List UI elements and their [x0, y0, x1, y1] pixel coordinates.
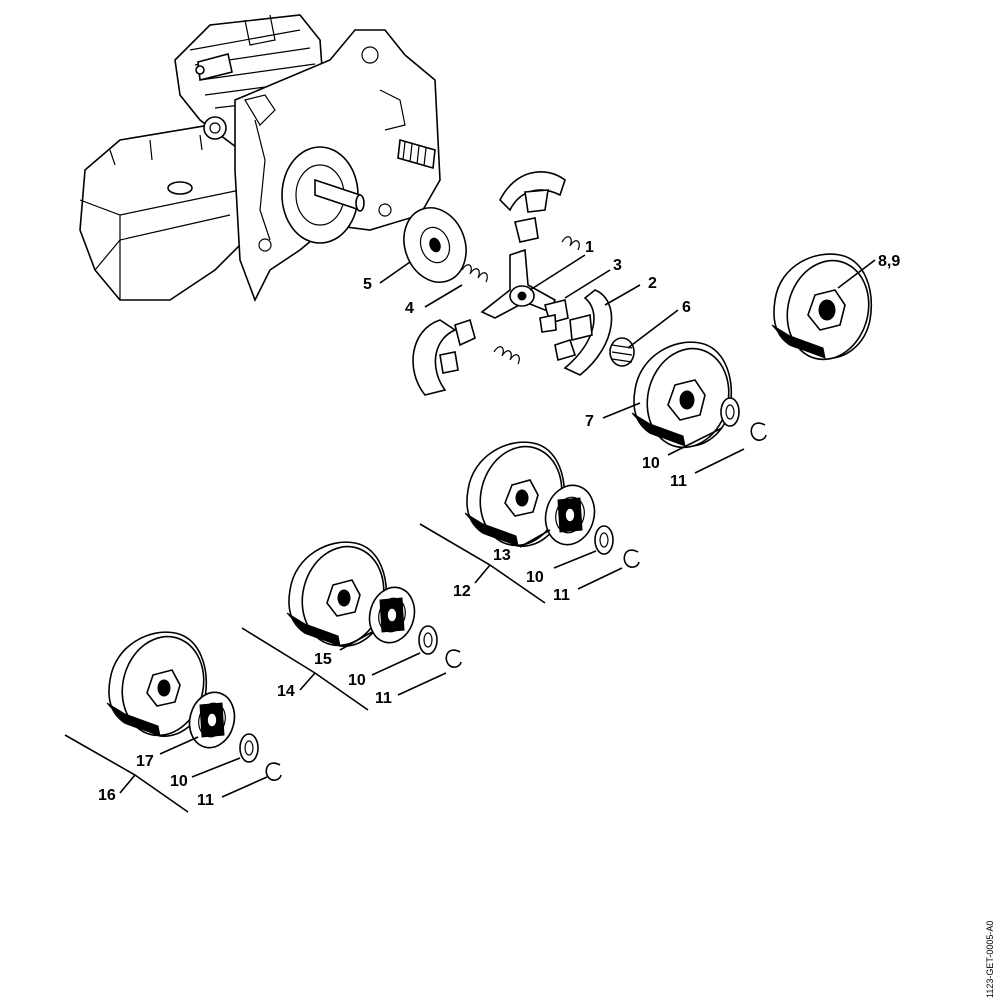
leader-lines	[64, 254, 876, 813]
spur-sprocket-part-17	[188, 691, 236, 749]
callout-8-9: 8,9	[878, 253, 900, 270]
clutch-drum-part-8-9	[771, 253, 872, 361]
e-clip-part-11b	[623, 549, 640, 568]
clutch-shoe-left	[412, 318, 476, 396]
callout-16: 16	[98, 787, 116, 804]
callout-2: 2	[648, 275, 657, 292]
spur-sprocket-part-15	[368, 586, 416, 644]
callout-11-b: 11	[553, 587, 570, 604]
spring-part-4	[461, 236, 580, 365]
washer-part-10d	[239, 733, 259, 763]
callout-10-a: 10	[642, 455, 660, 472]
callout-14: 14	[277, 683, 295, 700]
washer-part-10a	[720, 397, 740, 427]
e-clip-part-11a	[750, 422, 767, 441]
callout-10-b: 10	[526, 569, 544, 586]
washer-part-10c	[418, 625, 438, 655]
e-clip-part-11d	[265, 762, 282, 781]
callout-11-d: 11	[197, 792, 214, 809]
callout-3: 3	[613, 257, 622, 274]
callout-17: 17	[136, 753, 154, 770]
callout-10-d: 10	[170, 773, 188, 790]
callout-15: 15	[314, 651, 332, 668]
washer-plate-part-5	[403, 207, 467, 283]
callout-6: 6	[682, 299, 691, 316]
clutch-spider-part-1	[480, 248, 557, 319]
clutch-shoe-top	[499, 171, 566, 243]
callout-5: 5	[363, 276, 372, 293]
callout-12: 12	[453, 583, 471, 600]
callout-11-c: 11	[375, 690, 392, 707]
callout-1: 1	[585, 239, 594, 256]
clutch-shoe-part-2	[554, 289, 613, 376]
callout-11-a: 11	[670, 473, 687, 490]
callout-4: 4	[405, 300, 414, 317]
reference-code: 1123-GET-0005-A0	[985, 921, 995, 998]
callout-7: 7	[585, 413, 594, 430]
callout-10-c: 10	[348, 672, 366, 689]
clutch-drum-part-7	[631, 341, 732, 449]
callout-13: 13	[493, 547, 511, 564]
spur-sprocket-part-13	[544, 484, 596, 546]
engine-crankcase	[79, 14, 441, 302]
shoe-slider-part-3	[539, 299, 569, 333]
washer-part-10b	[594, 525, 614, 555]
clutch-drum-assembly-16	[106, 631, 207, 737]
e-clip-part-11c	[445, 649, 462, 668]
needle-cage-part-6	[609, 337, 635, 367]
clutch-drum-assembly-12	[464, 441, 565, 547]
clutch-drum-assembly-14	[286, 541, 387, 647]
